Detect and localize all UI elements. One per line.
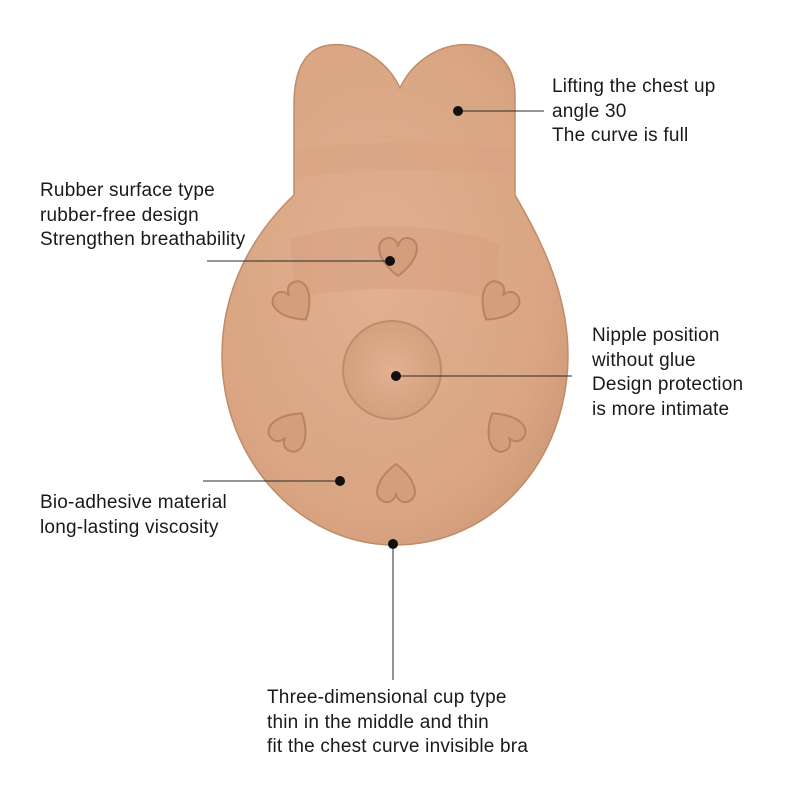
annotation-nipple-line: is more intimate [592,398,730,420]
annotation-cup: Three-dimensional cup type thin in the m… [267,686,528,760]
annotation-lift-line: angle 30 [552,100,627,122]
annotation-rubber-line: Rubber surface type [40,180,215,201]
annotation-cup-line: thin in the middle and thin [267,711,489,733]
annotation-cup-line: fit the chest curve invisible bra [267,736,529,757]
heart-upper-right [481,280,521,321]
heart-top [378,236,418,278]
annotation-lift-line: Lifting the chest up [552,76,716,97]
annotation-nipple-line: Design protection [592,374,744,395]
marker-dot-rubber [385,256,395,266]
heart-upper-left [271,280,311,321]
heart-lower-left [267,412,307,453]
annotation-bio: Bio-adhesive material long-lasting visco… [40,491,227,540]
marker-dot-lift [453,106,463,116]
upper-band [296,142,513,178]
marker-dot-cup [388,539,398,549]
annotation-nipple-line: without glue [592,349,696,371]
annotation-cup-line: Three-dimensional cup type [267,687,507,708]
annotation-nipple-line: Nipple position [592,325,720,346]
annotation-bio-line: Bio-adhesive material [40,492,227,513]
marker-dot-nipple [391,371,401,381]
marker-dot-bio [335,476,345,486]
annotation-bio-line: long-lasting viscosity [40,516,219,538]
annotation-nipple: Nipple position without glue Design prot… [592,324,743,422]
annotation-lift-line: The curve is full [552,125,689,146]
annotation-rubber: Rubber surface type rubber-free design S… [40,179,246,253]
heart-lower-right [487,412,527,453]
nipple-cover-circle [342,320,442,420]
annotation-rubber-line: rubber-free design [40,204,199,226]
annotation-lift: Lifting the chest up angle 30 The curve … [552,75,716,149]
annotation-rubber-line: Strengthen breathability [40,229,246,250]
heart-bottom [376,462,416,504]
